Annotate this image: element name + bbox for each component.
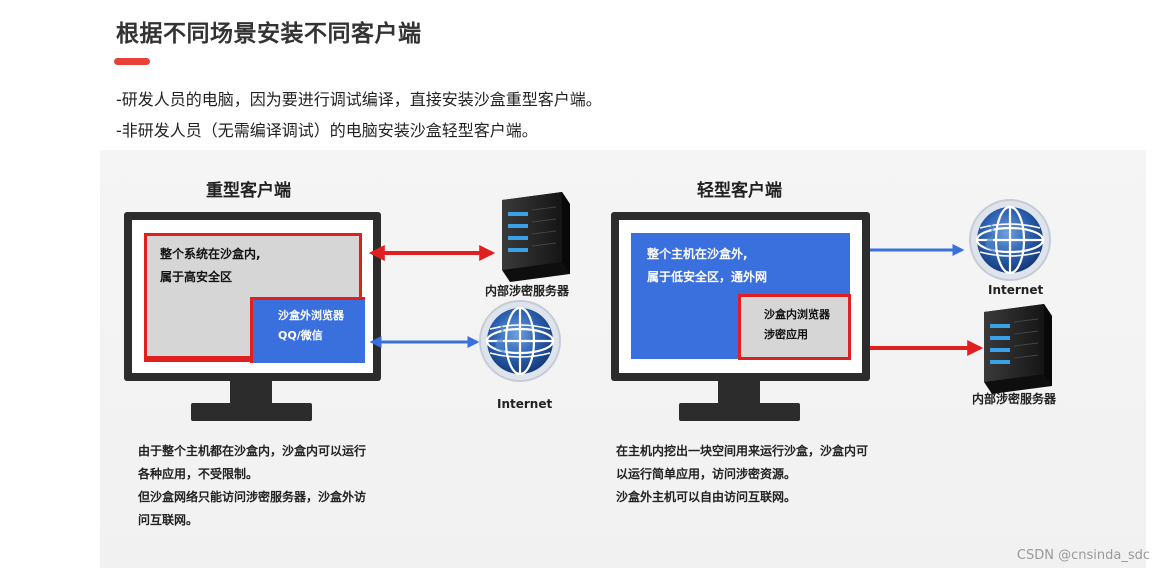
light-sandbox-text: 沙盒内浏览器 涉密应用 bbox=[764, 305, 830, 345]
light-desc-line-2: 以运行简单应用，访问涉密资源。 bbox=[616, 467, 797, 481]
heavy-server-label: 内部涉密服务器 bbox=[485, 284, 570, 298]
heavy-outside-box bbox=[250, 297, 365, 363]
light-client-title: 轻型客户端 bbox=[697, 181, 782, 201]
heavy-desc-line-1: 由于整个主机都在沙盒内，沙盒内可以运行 bbox=[138, 444, 367, 458]
intro-line-2: -非研发人员（无需编译调试）的电脑安装沙盒轻型客户端。 bbox=[116, 121, 538, 140]
heavy-outside-line-2: QQ/微信 bbox=[278, 329, 323, 342]
watermark: CSDN @cnsinda_sdc bbox=[1016, 548, 1150, 563]
light-globe-icon bbox=[968, 198, 1052, 282]
heavy-sandbox-line-1: 整个系统在沙盒内, bbox=[160, 247, 261, 261]
heavy-outside-line-1: 沙盒外浏览器 bbox=[278, 309, 344, 322]
light-host-line-2: 属于低安全区，通外网 bbox=[647, 270, 768, 284]
heavy-monitor-stand bbox=[230, 381, 272, 405]
heavy-desc-line-4: 问互联网。 bbox=[138, 513, 199, 527]
light-internet-label: Internet bbox=[988, 283, 1044, 297]
light-server-icon bbox=[983, 303, 1053, 395]
heavy-sandbox-bottom-border bbox=[144, 359, 253, 362]
light-monitor-base bbox=[679, 403, 800, 421]
heavy-server-icon bbox=[501, 191, 571, 283]
heavy-outside-text: 沙盒外浏览器 QQ/微信 bbox=[278, 306, 344, 346]
title-accent-bar bbox=[114, 58, 150, 65]
heavy-sandbox-notch-border bbox=[250, 297, 365, 363]
light-host-line-1: 整个主机在沙盒外, bbox=[647, 247, 748, 261]
heavy-sandbox-line-2: 属于高安全区 bbox=[160, 270, 233, 284]
light-monitor-stand bbox=[718, 381, 760, 405]
heavy-sandbox-text: 整个系统在沙盒内, 属于高安全区 bbox=[160, 243, 261, 289]
heavy-client-title: 重型客户端 bbox=[206, 181, 291, 201]
light-host-text: 整个主机在沙盒外, 属于低安全区，通外网 bbox=[647, 243, 767, 289]
intro-line-1: -研发人员的电脑，因为要进行调试编译，直接安装沙盒重型客户端。 bbox=[116, 90, 602, 109]
light-desc-line-3: 沙盒外主机可以自由访问互联网。 bbox=[616, 490, 797, 504]
heavy-description: 由于整个主机都在沙盒内，沙盒内可以运行 各种应用，不受限制。 但沙盒网络只能访问… bbox=[138, 440, 366, 532]
heavy-globe-icon bbox=[478, 299, 562, 383]
heavy-internet-label: Internet bbox=[497, 397, 553, 411]
light-sandbox-line-1: 沙盒内浏览器 bbox=[764, 308, 830, 321]
light-description: 在主机内挖出一块空间用来运行沙盒，沙盒内可 以运行简单应用，访问涉密资源。 沙盒… bbox=[616, 440, 868, 509]
heavy-desc-line-2: 各种应用，不受限制。 bbox=[138, 467, 259, 481]
heavy-monitor-base bbox=[191, 403, 312, 421]
light-sandbox-box bbox=[738, 294, 851, 360]
light-sandbox-line-2: 涉密应用 bbox=[764, 328, 808, 341]
light-desc-line-1: 在主机内挖出一块空间用来运行沙盒，沙盒内可 bbox=[616, 444, 869, 458]
page-title: 根据不同场景安装不同客户端 bbox=[116, 21, 422, 47]
heavy-desc-line-3: 但沙盒网络只能访问涉密服务器，沙盒外访 bbox=[138, 490, 367, 504]
light-server-label: 内部涉密服务器 bbox=[972, 392, 1057, 406]
